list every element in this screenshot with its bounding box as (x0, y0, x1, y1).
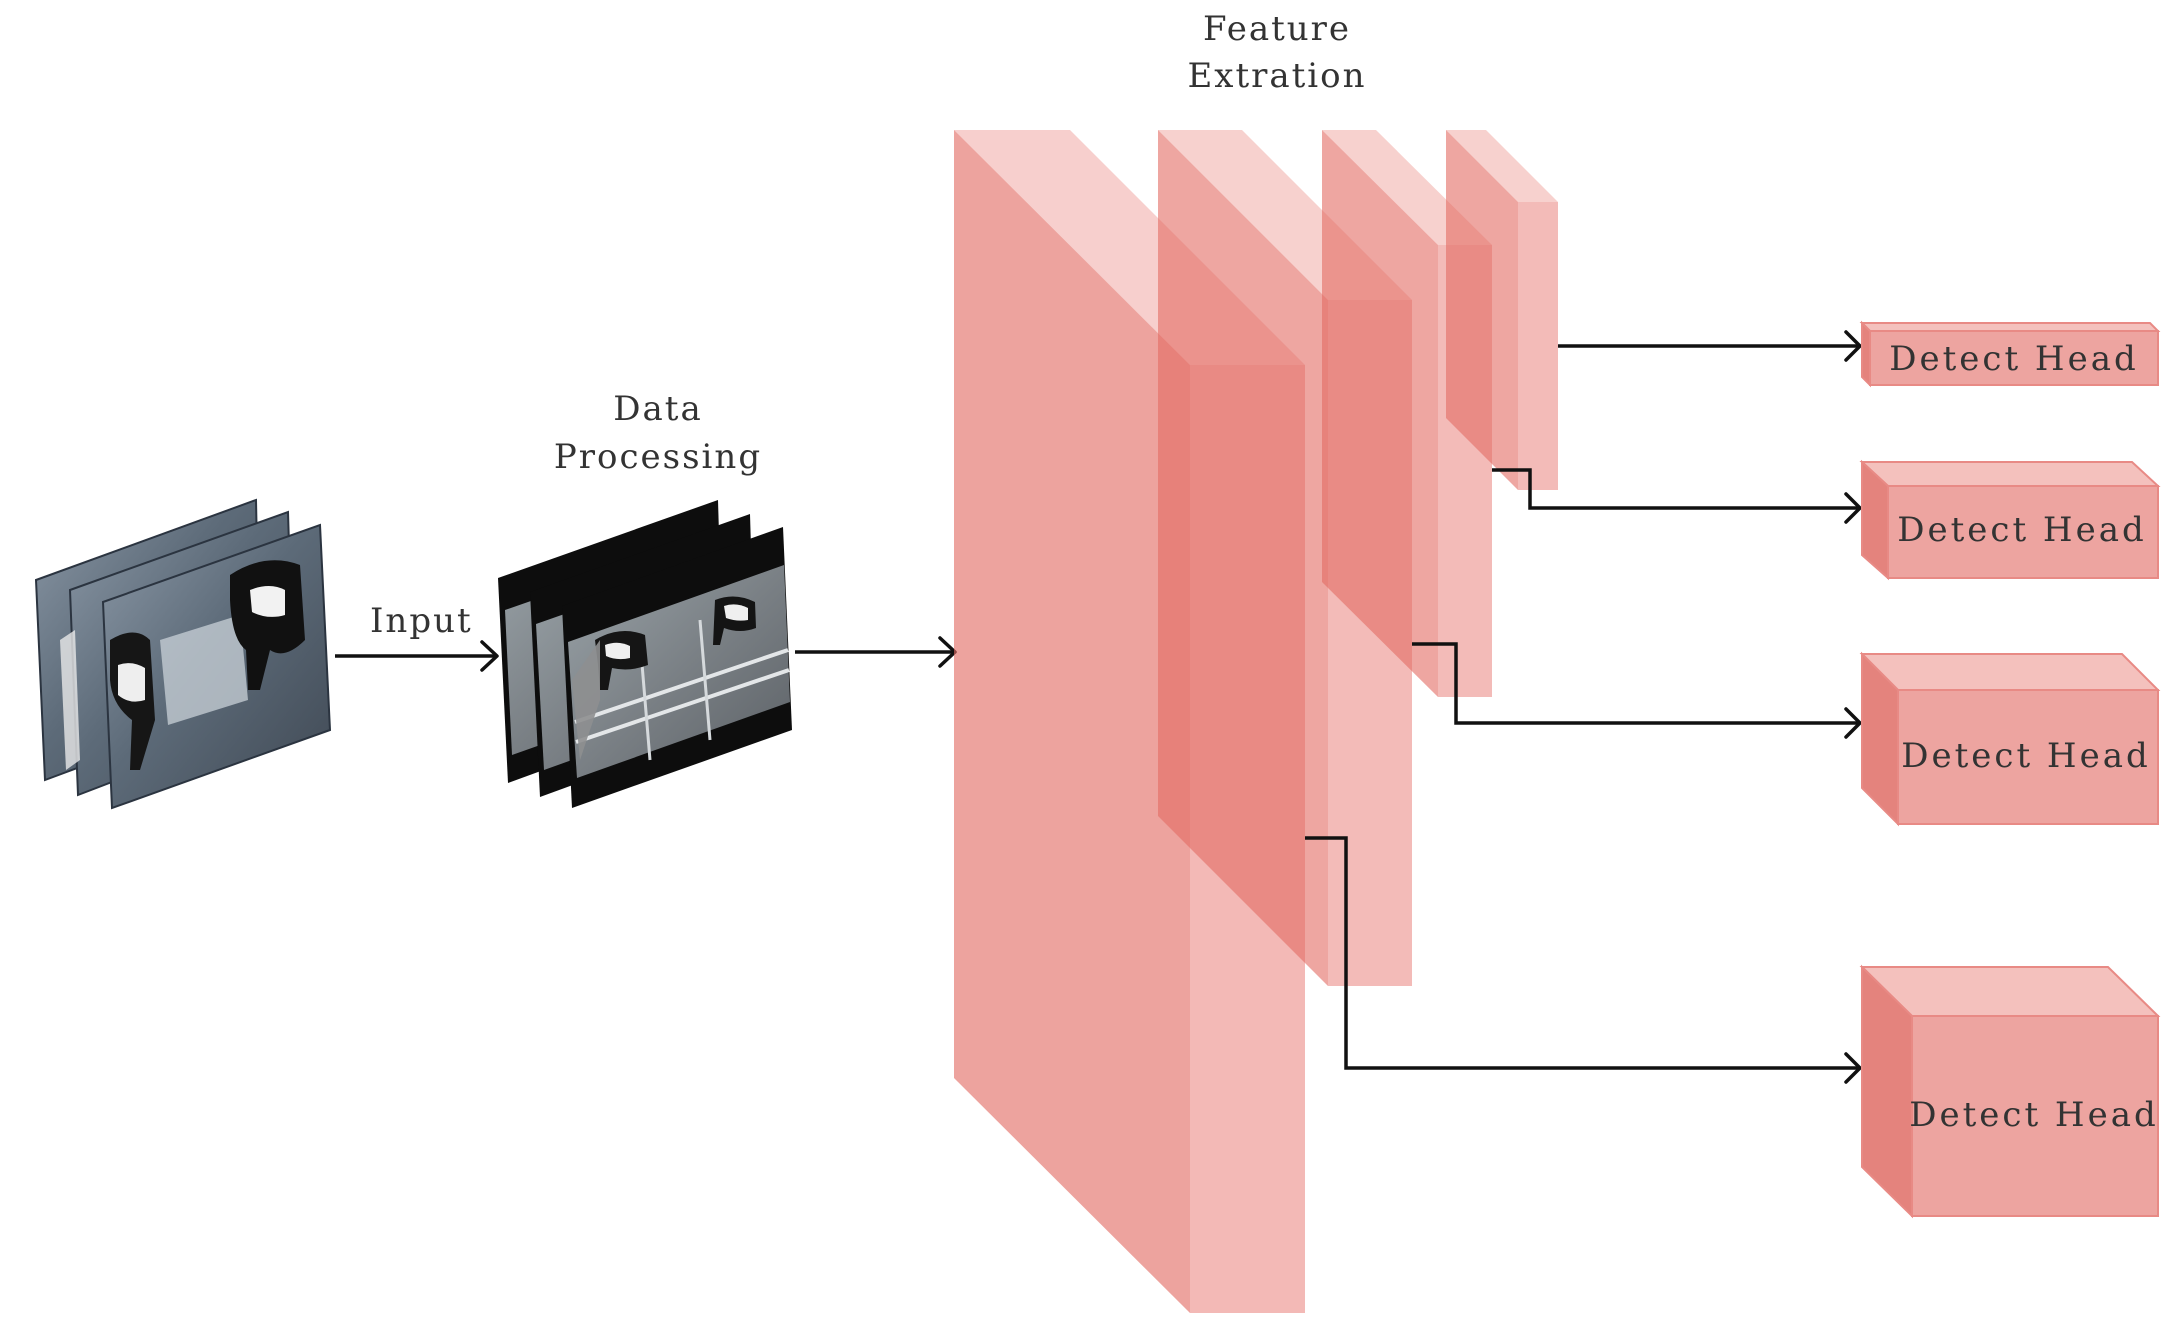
input-frame-front (60, 523, 332, 810)
detect-head-4: Detect Head (1859, 964, 2161, 1219)
connector-head-4 (1305, 836, 1862, 1084)
detect-head-3-label: Detect Head (1901, 736, 2150, 776)
processing-arrow (795, 636, 957, 668)
input-label: Input (370, 601, 473, 641)
feature-extraction-label-line1: Feature (1203, 9, 1351, 49)
data-processing-label-line1: Data (613, 389, 702, 429)
feature-block-4 (1446, 130, 1558, 490)
processed-image-stack (498, 500, 792, 808)
detect-head-4-label: Detect Head (1909, 1095, 2158, 1135)
connector-head-3 (1412, 642, 1862, 739)
processed-frame-front (562, 527, 792, 808)
connector-head-1 (1558, 330, 1862, 362)
connector-head-2 (1492, 468, 1862, 524)
detect-head-1: Detect Head (1859, 320, 2161, 388)
input-arrow (335, 640, 499, 672)
input-image-stack (34, 498, 332, 810)
feature-extraction-label-line2: Extration (1187, 56, 1366, 96)
data-processing-label-line2: Processing (554, 437, 762, 477)
detect-head-3: Detect Head (1859, 651, 2161, 827)
cow-shape (230, 560, 305, 690)
detect-head-2-label: Detect Head (1897, 510, 2146, 550)
detect-head-2: Detect Head (1859, 459, 2161, 581)
detect-head-1-label: Detect Head (1889, 339, 2138, 379)
